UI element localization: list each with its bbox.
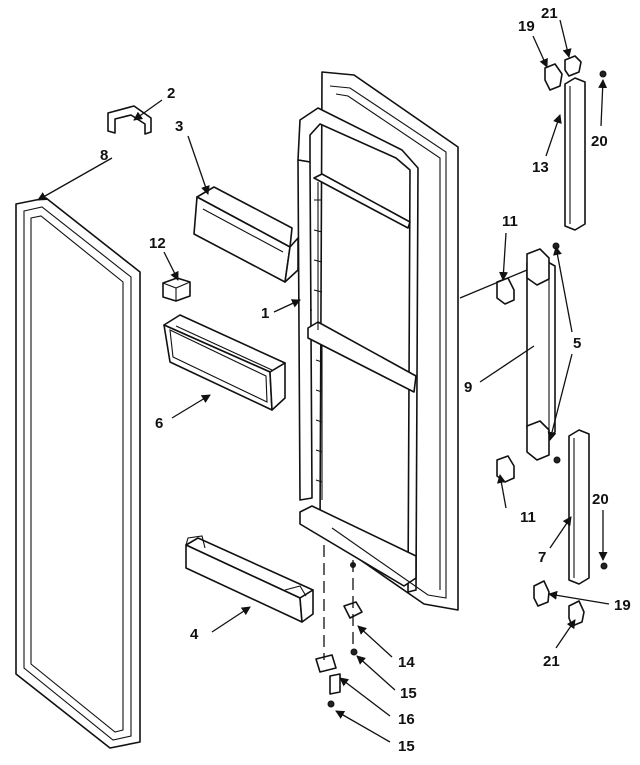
callout-15-upper: 15 bbox=[400, 685, 417, 702]
callout-21-bottom: 21 bbox=[543, 653, 560, 670]
callout-21-top: 21 bbox=[541, 5, 558, 22]
door-handle bbox=[526, 248, 556, 461]
handle-end-cap-bottom bbox=[496, 455, 515, 483]
callout-11-bottom: 11 bbox=[520, 509, 536, 526]
callout-20-top: 20 bbox=[591, 133, 608, 150]
callout-1: 1 bbox=[261, 305, 269, 322]
handle-screw-bottom bbox=[553, 456, 561, 464]
hinge-pin-part bbox=[315, 654, 341, 708]
upper-trim-screw bbox=[599, 70, 607, 78]
dairy-bin bbox=[163, 314, 286, 411]
door-shelf-bar bbox=[185, 535, 314, 623]
door-liner bbox=[297, 71, 459, 611]
callout-13: 13 bbox=[532, 159, 549, 176]
lower-trim-strip bbox=[568, 429, 590, 585]
callout-3: 3 bbox=[175, 118, 183, 135]
callout-20-bottom: 20 bbox=[592, 491, 609, 508]
callout-16: 16 bbox=[398, 711, 415, 728]
callout-19-bottom: 19 bbox=[614, 597, 631, 614]
callout-14: 14 bbox=[398, 654, 415, 671]
callout-2: 2 bbox=[167, 85, 175, 102]
leader-lines bbox=[37, 19, 610, 743]
lower-trim-end-caps bbox=[533, 580, 585, 627]
callout-8: 8 bbox=[100, 147, 108, 164]
callout-11-top: 11 bbox=[502, 213, 518, 230]
door-gasket bbox=[15, 197, 141, 749]
callout-4: 4 bbox=[190, 626, 199, 643]
upper-trim-strip bbox=[564, 77, 586, 231]
small-bracket-part bbox=[162, 277, 191, 302]
callout-6: 6 bbox=[155, 415, 163, 432]
callout-15-lower: 15 bbox=[398, 738, 415, 755]
callout-19-top: 19 bbox=[518, 18, 535, 35]
dairy-compartment-door bbox=[193, 186, 299, 283]
shelf-clip-part bbox=[107, 105, 152, 135]
callout-12: 12 bbox=[149, 235, 166, 252]
upper-trim-end-caps bbox=[544, 55, 582, 91]
callout-5: 5 bbox=[573, 335, 581, 352]
lower-trim-screw bbox=[600, 562, 608, 570]
callout-9: 9 bbox=[464, 379, 472, 396]
callout-7: 7 bbox=[538, 549, 546, 566]
